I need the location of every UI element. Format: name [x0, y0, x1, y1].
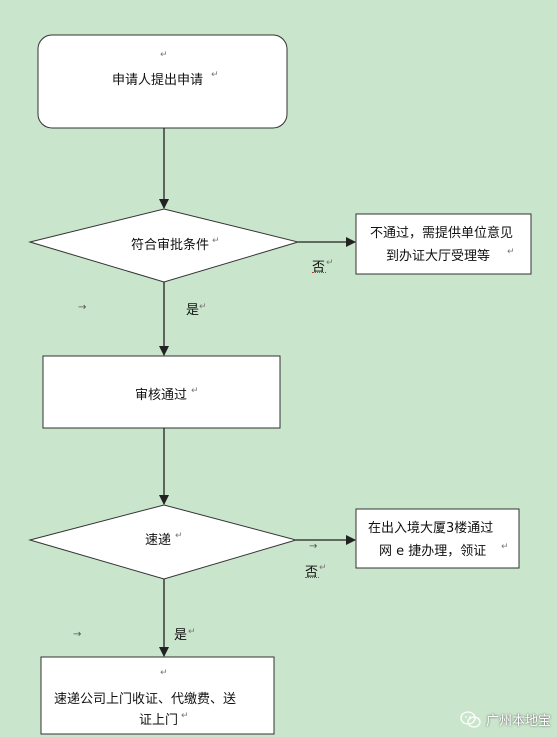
return-mark: ↵	[501, 542, 509, 552]
return-mark: ↵	[175, 531, 183, 541]
return-mark: ↵	[211, 70, 219, 80]
tab-mark: →	[73, 629, 82, 640]
condition-label: 符合审批条件	[131, 238, 210, 253]
return-mark: ↵	[199, 302, 207, 312]
edge-label-yes-1: 是	[186, 303, 200, 318]
return-mark: ↵	[160, 50, 168, 60]
return-mark: ↵	[326, 258, 334, 268]
watermark-label: 广州本地宝	[485, 714, 551, 729]
return-mark: ↵	[160, 668, 168, 678]
edge-label-yes-2: 是	[174, 628, 188, 643]
edge-label-no-1: 否	[312, 260, 326, 275]
courier-label-line-1: 速递公司上门收证、代缴费、送	[54, 692, 237, 707]
self-pick-label-line-2: 网 e 捷办理，领证	[379, 544, 487, 559]
approve-label: 审核通过	[135, 388, 188, 403]
reject-label-line-2: 到办证大厅受理等	[386, 249, 491, 264]
approve-box-shape	[42, 355, 281, 429]
courier-box-shape	[40, 656, 275, 735]
spellcheck-underline	[312, 268, 326, 273]
tab-mark: →	[309, 541, 318, 552]
start-node-shape	[37, 34, 288, 129]
return-mark: ↵	[188, 627, 196, 637]
spellcheck-underline	[305, 573, 319, 578]
self-pick-label-line-1: 在出入境大厦3楼通过	[368, 521, 494, 536]
return-mark: ↵	[507, 247, 515, 257]
return-mark: ↵	[212, 236, 220, 246]
reject-box-shape	[355, 213, 532, 275]
express-label: 速递	[145, 533, 172, 548]
watermark: 广州本地宝	[460, 710, 551, 729]
return-mark: ↵	[319, 563, 327, 573]
reject-label-line-1: 不通过，需提供单位意见	[370, 226, 514, 241]
wechat-icon	[460, 710, 481, 728]
tab-mark: →	[78, 302, 87, 313]
start-node-label: 申请人提出申请	[112, 73, 204, 88]
self-pick-box-shape	[355, 508, 520, 569]
courier-label-line-2: 证上门	[139, 713, 179, 728]
edge-label-no-2: 否	[305, 565, 319, 580]
return-mark: ↵	[191, 386, 199, 396]
return-mark: ↵	[181, 711, 189, 721]
